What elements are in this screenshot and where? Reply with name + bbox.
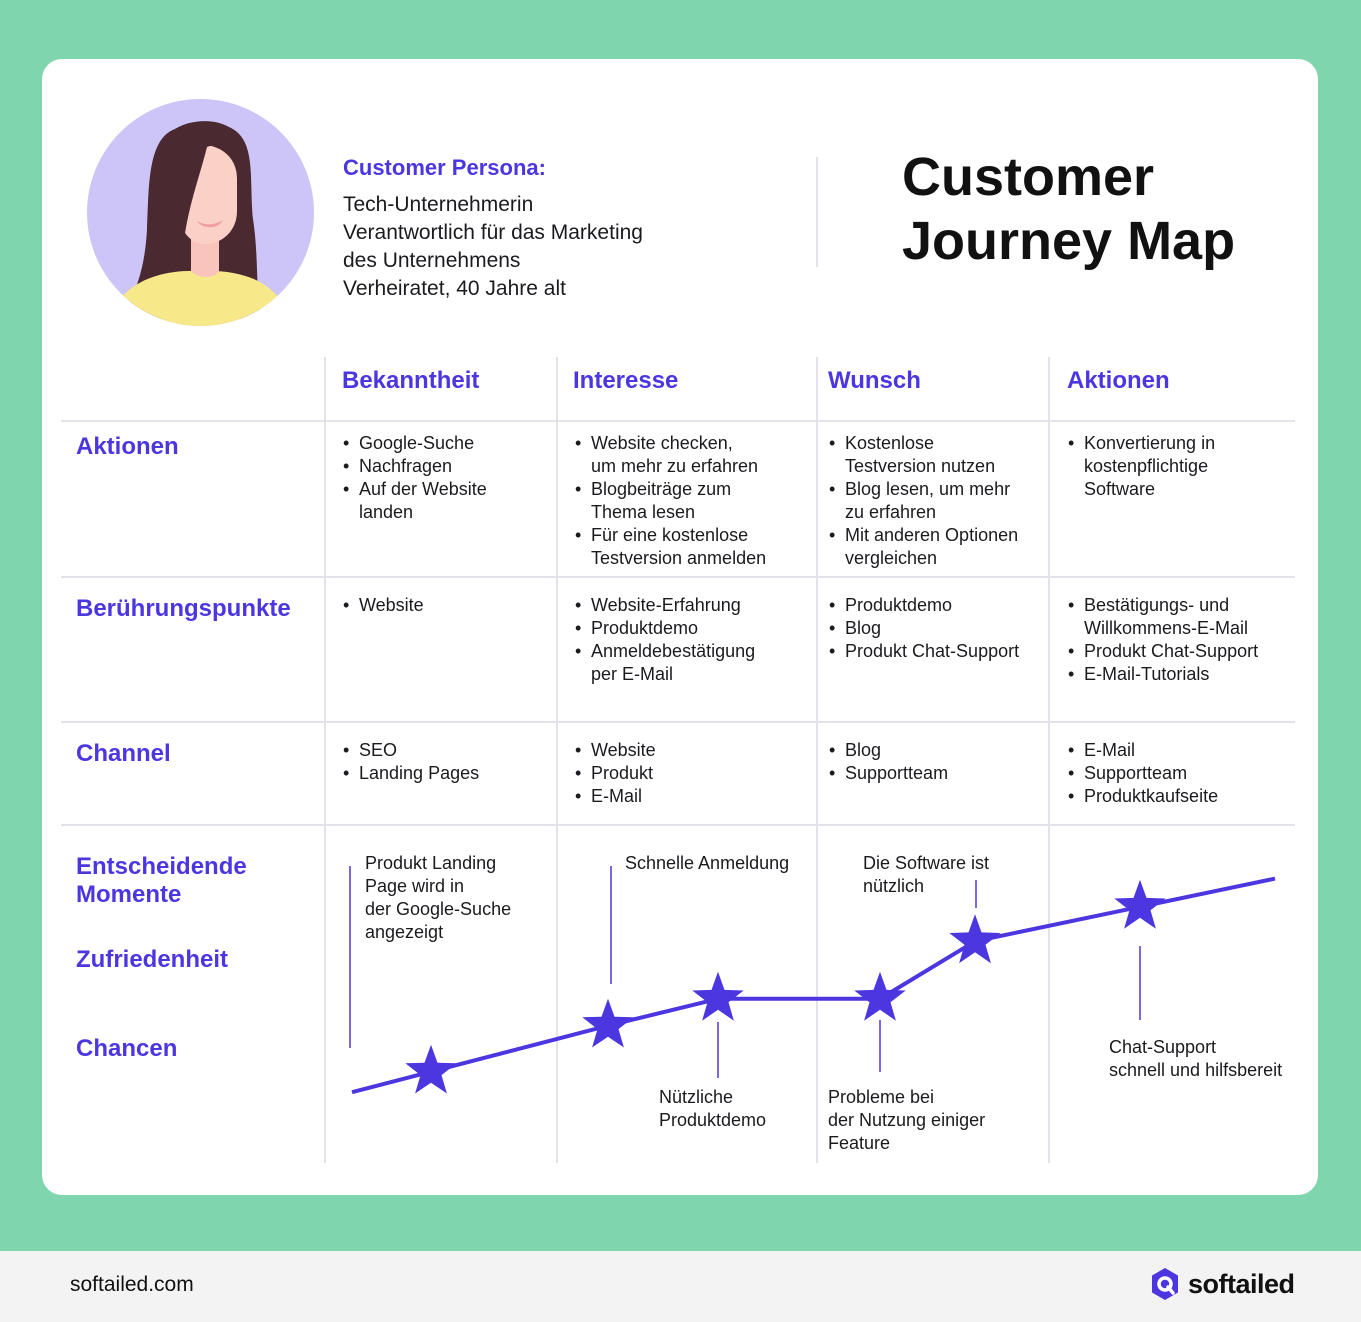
cell-touchpoints-bekanntheit: Website [343,594,424,617]
cell-channel-bekanntheit: SEOLanding Pages [343,739,479,785]
list-item: E-Mail [1068,739,1218,762]
column-divider [556,357,558,1163]
satisfaction-star-marker [692,971,744,1021]
page-title: Customer Journey Map [902,145,1235,273]
list-item: Google-Suche [343,432,487,455]
list-item: Website [343,594,424,617]
cell-touchpoints-interesse: Website-ErfahrungProduktdemoAnmeldebestä… [575,594,755,686]
cell-channel-wunsch: BlogSupportteam [829,739,948,785]
persona-line: Verheiratet, 40 Jahre alt [343,277,566,300]
row-divider [61,420,1295,422]
brand-logo: softailed [1150,1266,1295,1302]
persona-line: Tech-Unternehmerin [343,193,534,216]
row-header-touchpoints: Berührungspunkte [76,595,291,622]
row-divider [61,824,1295,826]
list-item: Website checken,um mehr zu erfahren [575,432,766,478]
list-item: Produktdemo [575,617,755,640]
list-item: Produkt [575,762,656,785]
moment-annotation: Schnelle Anmeldung [625,853,790,873]
title-line: Customer [902,147,1155,207]
list-item: E-Mail [575,785,656,808]
persona-line: des Unternehmens [343,249,521,272]
satisfaction-star-marker [949,914,1001,964]
column-divider [1048,357,1050,1163]
list-item: E-Mail-Tutorials [1068,663,1258,686]
softailed-logo-icon [1152,1268,1178,1300]
footer-url[interactable]: softailed.com [70,1273,194,1296]
list-item: Website-Erfahrung [575,594,755,617]
list-item: Supportteam [829,762,948,785]
persona-heading: Customer Persona: [343,155,546,180]
stage-header-wunsch: Wunsch [828,367,921,394]
satisfaction-line [351,876,1276,1095]
cell-touchpoints-wunsch: ProduktdemoBlogProdukt Chat-Support [829,594,1019,663]
list-item: Supportteam [1068,762,1218,785]
column-divider [324,357,326,1163]
list-item: Nachfragen [343,455,487,478]
list-item: SEO [343,739,479,762]
column-divider [816,357,818,1163]
row-header-channel: Channel [76,740,171,767]
list-item: Produktdemo [829,594,1019,617]
row-divider [61,721,1295,723]
header-divider [816,157,818,267]
satisfaction-star-marker [405,1044,457,1094]
row-header-satisfaction: Zufriedenheit [76,946,229,973]
row-divider [61,576,1295,578]
list-item: Produktkaufseite [1068,785,1218,808]
stage-header-aktionen: Aktionen [1067,367,1170,394]
list-item: Website [575,739,656,762]
list-item: Blog [829,739,948,762]
cell-touchpoints-aktionen: Bestätigungs- undWillkommens-E-MailProdu… [1068,594,1258,686]
cell-aktionen-interesse: Website checken,um mehr zu erfahrenBlogb… [575,432,766,570]
list-item: Landing Pages [343,762,479,785]
stage-header-interesse: Interesse [573,367,679,394]
satisfaction-star-marker [1114,879,1166,929]
list-item: Blog [829,617,1019,640]
brand-name: softailed [1188,1268,1295,1299]
satisfaction-star-marker [854,971,906,1021]
title-line: Journey Map [902,211,1236,271]
woman-portrait-avatar [87,99,314,326]
footer: softailed.com softailed [0,1251,1361,1322]
list-item: Produkt Chat-Support [1068,640,1258,663]
cell-channel-interesse: WebsiteProduktE-Mail [575,739,656,808]
row-header-opportunities: Chancen [76,1035,178,1062]
satisfaction-star-marker [582,998,634,1048]
persona-line: Verantwortlich für das Marketing [343,221,643,244]
stage-header-bekanntheit: Bekanntheit [342,367,480,394]
row-header-aktionen: Aktionen [76,433,179,460]
list-item: Produkt Chat-Support [829,640,1019,663]
cell-aktionen-bekanntheit: Google-SucheNachfragenAuf der Websitelan… [343,432,487,524]
cell-channel-aktionen: E-MailSupportteamProduktkaufseite [1068,739,1218,808]
